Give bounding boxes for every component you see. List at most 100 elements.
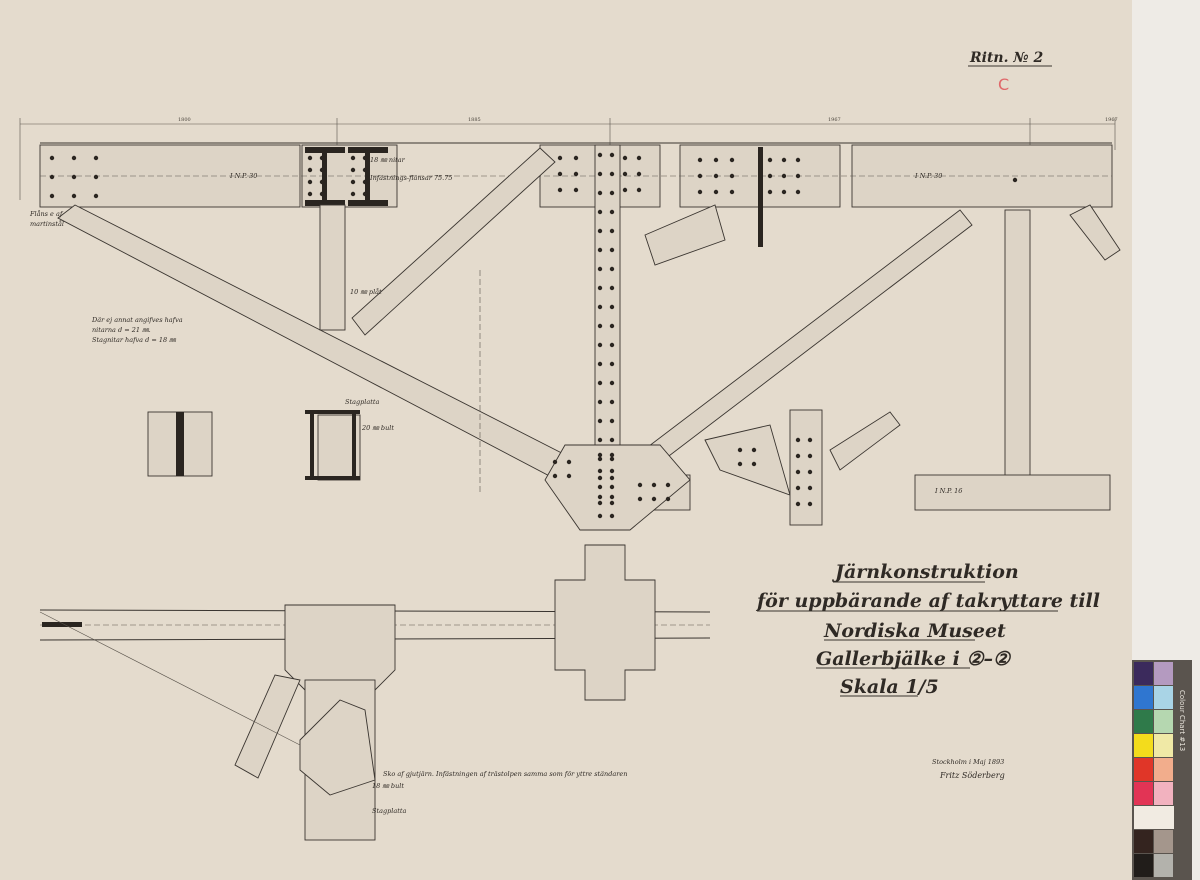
rivet bbox=[751, 461, 757, 467]
rivet bbox=[597, 228, 603, 234]
stiffener-label: Infästnings-flänsar 75.75 bbox=[369, 174, 453, 182]
rivet bbox=[609, 513, 615, 519]
rivet bbox=[781, 189, 787, 195]
rivet bbox=[636, 155, 642, 161]
section-detail-left bbox=[147, 411, 213, 477]
rivet bbox=[350, 155, 356, 161]
rivet bbox=[609, 209, 615, 215]
rivet bbox=[636, 187, 642, 193]
place-date: Stockholm i Maj 1893 bbox=[932, 758, 1004, 766]
rivet bbox=[319, 155, 325, 161]
rivet bbox=[636, 171, 642, 177]
rivet bbox=[597, 456, 603, 462]
rivet bbox=[597, 437, 603, 443]
lattice-members: Flåns e af martinstål 10 ㎜ plåt I N.P. 1… bbox=[29, 144, 1121, 531]
rivet bbox=[807, 437, 813, 443]
colour-patch bbox=[1154, 710, 1173, 733]
signature: Fritz Söderberg bbox=[939, 771, 1005, 780]
rivet bbox=[609, 171, 615, 177]
general-note-line2: nitarna d = 21 ㎜. bbox=[92, 326, 151, 334]
i-beam-section-detail: Stagplatta 20 ㎜ bult bbox=[305, 398, 394, 481]
rivet bbox=[609, 228, 615, 234]
rivet bbox=[93, 174, 99, 180]
dimension-1800: 1800 bbox=[178, 117, 191, 123]
rivet bbox=[767, 189, 773, 195]
rivet bbox=[362, 167, 368, 173]
rivet bbox=[609, 342, 615, 348]
rivet bbox=[597, 380, 603, 386]
colour-patch bbox=[1154, 734, 1173, 757]
rivet bbox=[807, 501, 813, 507]
rivet bbox=[350, 179, 356, 185]
rivet bbox=[597, 342, 603, 348]
rivet bbox=[795, 189, 801, 195]
rivet bbox=[307, 155, 313, 161]
rivet bbox=[609, 361, 615, 367]
rivet bbox=[807, 469, 813, 475]
rivet bbox=[307, 191, 313, 197]
rivet bbox=[597, 171, 603, 177]
rivet bbox=[637, 482, 643, 488]
rivet-label: 18 ㎜ nitar bbox=[370, 156, 406, 164]
rivet bbox=[597, 418, 603, 424]
rivet bbox=[49, 155, 55, 161]
dimension-1967-b: 1967 bbox=[1105, 117, 1118, 123]
rivet bbox=[737, 461, 743, 467]
drawing-number: Ritn. № 2 bbox=[969, 50, 1043, 66]
rivet bbox=[573, 171, 579, 177]
rivet bbox=[781, 173, 787, 179]
rivet bbox=[609, 456, 615, 462]
rivet bbox=[795, 453, 801, 459]
rivet bbox=[609, 266, 615, 272]
rivet bbox=[566, 473, 572, 479]
rivet bbox=[597, 452, 603, 458]
rivet bbox=[597, 247, 603, 253]
rivet bbox=[609, 380, 615, 386]
rivet bbox=[637, 496, 643, 502]
rivet bbox=[609, 500, 615, 506]
colour-patch bbox=[1134, 662, 1153, 685]
rivet bbox=[729, 173, 735, 179]
rivet bbox=[573, 155, 579, 161]
rivet bbox=[609, 152, 615, 158]
rivet bbox=[609, 247, 615, 253]
rivet bbox=[597, 500, 603, 506]
colour-patch bbox=[1134, 782, 1153, 805]
colour-patch bbox=[1154, 758, 1173, 781]
colour-patch bbox=[1154, 854, 1173, 877]
rivet bbox=[609, 323, 615, 329]
rivet bbox=[597, 323, 603, 329]
rivet bbox=[622, 171, 628, 177]
rivet bbox=[597, 285, 603, 291]
rivet bbox=[362, 179, 368, 185]
rivet bbox=[597, 361, 603, 367]
rivet bbox=[597, 399, 603, 405]
rivet bbox=[557, 155, 563, 161]
rivet bbox=[609, 437, 615, 443]
rivet bbox=[697, 173, 703, 179]
plate-label: 10 ㎜ plåt bbox=[350, 287, 382, 296]
rivet bbox=[319, 179, 325, 185]
colour-chart: Colour Chart #13 bbox=[1132, 660, 1192, 880]
rivet bbox=[597, 475, 603, 481]
rivet bbox=[651, 496, 657, 502]
rivet bbox=[795, 173, 801, 179]
rivet bbox=[597, 494, 603, 500]
rivet bbox=[609, 494, 615, 500]
colour-patch bbox=[1134, 806, 1174, 829]
rivet bbox=[350, 167, 356, 173]
colour-patch bbox=[1134, 734, 1153, 757]
rivet bbox=[609, 304, 615, 310]
rivet bbox=[597, 152, 603, 158]
rivet bbox=[807, 453, 813, 459]
rivet bbox=[781, 157, 787, 163]
title-line-2: för uppbärande af takryttare till bbox=[755, 590, 1100, 612]
rivet bbox=[665, 482, 671, 488]
rivet bbox=[697, 189, 703, 195]
stagplatta-label-bottom: Stagplatta bbox=[372, 807, 406, 815]
rivet bbox=[665, 496, 671, 502]
rivet bbox=[71, 174, 77, 180]
rivet bbox=[566, 459, 572, 465]
general-note-line3: Stagnitar hafva d = 18 ㎜ bbox=[92, 336, 177, 344]
